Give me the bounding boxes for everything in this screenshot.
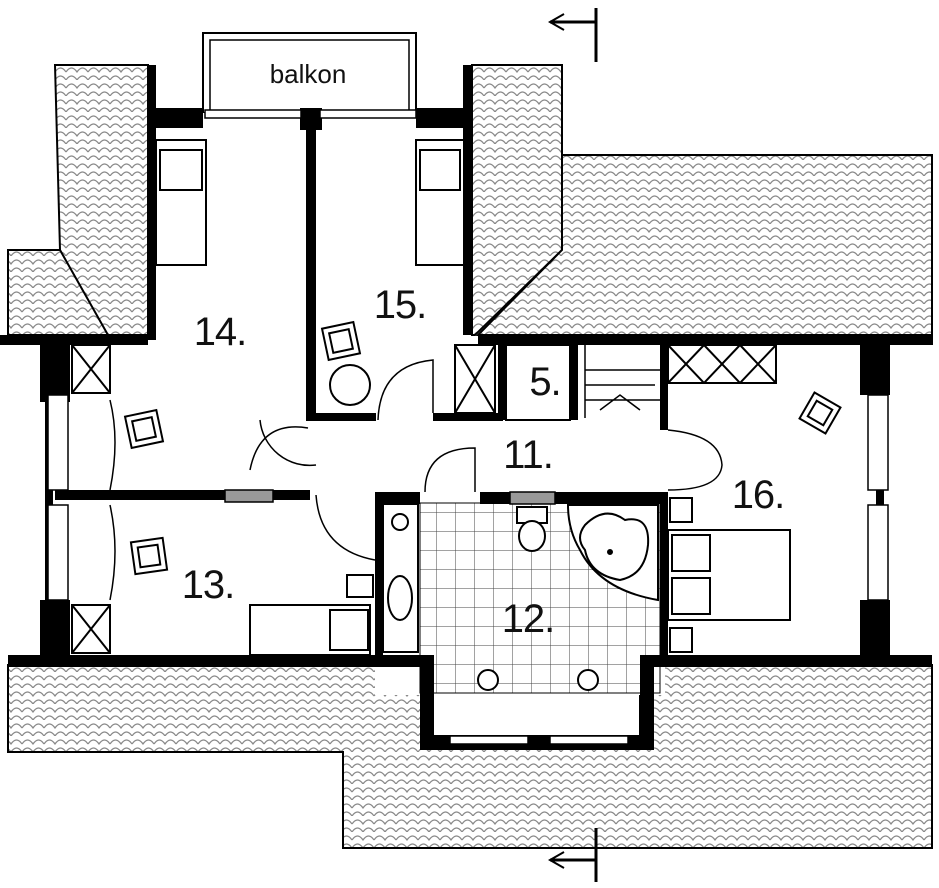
room-label-5: 5.: [529, 360, 560, 404]
bed-icon: [249, 604, 371, 656]
windows: [47, 109, 889, 745]
chimney-icon: [71, 344, 777, 654]
furniture: [123, 139, 842, 656]
toilet-icon: [516, 506, 548, 552]
armchair-icon: [320, 320, 362, 362]
shower-drain-icon: [477, 669, 499, 691]
shower-drain-icon: [577, 669, 599, 691]
roof-areas: [7, 64, 933, 849]
room-label-16: 16.: [732, 473, 785, 517]
walls: [0, 65, 933, 750]
balcony: balkon: [202, 32, 417, 114]
sink-icon: [387, 575, 413, 621]
room-label-14: 14.: [194, 310, 247, 354]
bathtub-icon: [566, 504, 659, 602]
bed-icon: [667, 497, 791, 653]
door-swings: [109, 359, 723, 601]
armchair-icon: [129, 536, 169, 576]
sink-icon: [391, 513, 409, 531]
section-arrow-icon: [547, 8, 598, 882]
armchair-icon: [123, 408, 165, 450]
stairs-icon: [505, 344, 660, 421]
room-label-15: 15.: [374, 283, 427, 327]
balcony-label: balkon: [270, 59, 347, 89]
bed-icon: [415, 139, 465, 266]
room-labels: 14. 15. 5. 11. 16. 13. 12.: [182, 283, 786, 641]
room-label-11: 11.: [503, 433, 553, 477]
roof-mid-dormer: [471, 64, 563, 336]
bathroom-fixtures: [382, 503, 659, 691]
armchair-icon: [798, 391, 842, 435]
room-label-13: 13.: [182, 563, 235, 607]
bed-icon: [155, 139, 207, 266]
room-label-12: 12.: [502, 597, 555, 641]
